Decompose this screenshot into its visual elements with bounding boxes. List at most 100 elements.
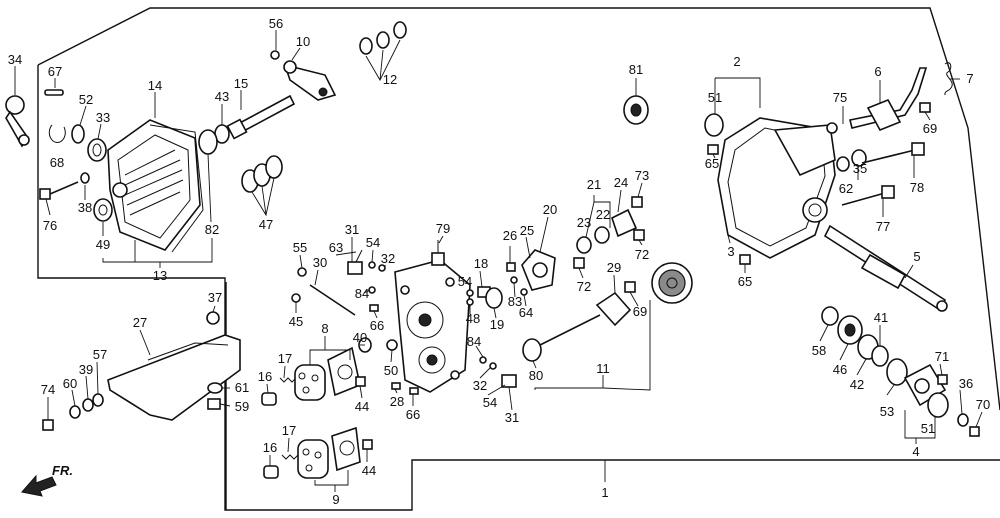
- callout-17-bottom: 17: [282, 423, 296, 438]
- seal-51-bottom: [927, 392, 949, 418]
- ball-84-bottom: [479, 356, 487, 364]
- callout-65-top: 65: [705, 156, 719, 171]
- cover-fins: [124, 149, 184, 216]
- lever-34: [5, 95, 30, 148]
- seal-51-top: [704, 113, 724, 137]
- washers-12: [359, 21, 407, 55]
- plate-24: [611, 208, 638, 238]
- bolt-44-top: [355, 376, 366, 387]
- bolt-76: [39, 181, 79, 200]
- bolt-79: [431, 240, 445, 266]
- callout-53: 53: [880, 404, 894, 419]
- callout-19: 19: [490, 317, 504, 332]
- callout-48: 48: [466, 311, 480, 326]
- callout-31-top: 31: [345, 222, 359, 237]
- bolt-72-top: [633, 229, 645, 241]
- callout-77: 77: [876, 219, 890, 234]
- callout-21: 21: [587, 177, 601, 192]
- washer-38: [80, 172, 90, 184]
- bolt-44-bottom: [362, 439, 373, 450]
- callout-54-mid: 54: [458, 274, 472, 289]
- leader-lines: [14, 30, 983, 492]
- callout-7: 7: [966, 71, 973, 86]
- shaft-15: [226, 94, 296, 140]
- callout-29: 29: [607, 260, 621, 275]
- pin-66-top: [369, 304, 379, 312]
- oring-53: [886, 358, 908, 386]
- pin-48: [466, 298, 474, 306]
- bolt-26: [506, 262, 516, 272]
- callout-11: 11: [596, 361, 610, 376]
- callout-44-bottom: 44: [362, 463, 376, 478]
- pin-67: [44, 89, 64, 96]
- callout-81: 81: [629, 62, 643, 77]
- ball-54-mid: [466, 289, 474, 297]
- callout-1: 1: [601, 485, 608, 500]
- callout-59: 59: [235, 399, 249, 414]
- callout-83: 83: [508, 294, 522, 309]
- callout-50: 50: [384, 363, 398, 378]
- bolt-70: [969, 426, 980, 437]
- callout-74: 74: [41, 382, 55, 397]
- callout-22: 22: [596, 207, 610, 222]
- callout-57: 57: [93, 347, 107, 362]
- callout-37: 37: [208, 290, 222, 305]
- callout-28: 28: [390, 394, 404, 409]
- bolt-78: [861, 142, 925, 164]
- pin-65-bottom: [739, 254, 751, 265]
- spring-17-bottom: [281, 454, 299, 460]
- callout-68: 68: [50, 155, 64, 170]
- bolt-72-left: [573, 257, 585, 269]
- nut-59: [207, 398, 221, 410]
- callout-46: 46: [833, 362, 847, 377]
- callout-10: 10: [296, 34, 310, 49]
- callout-55: 55: [293, 240, 307, 255]
- rod-30: [309, 284, 356, 316]
- callout-36: 36: [959, 376, 973, 391]
- callout-20: 20: [543, 202, 557, 217]
- callout-63: 63: [329, 240, 343, 255]
- callout-17-top: 17: [278, 351, 292, 366]
- bolt-77: [841, 185, 895, 206]
- pin-16-top: [261, 392, 277, 406]
- washer-36: [957, 413, 969, 427]
- callout-61: 61: [235, 380, 249, 395]
- callout-34: 34: [8, 52, 22, 67]
- callout-6: 6: [874, 64, 881, 79]
- shaft-gear-11: [539, 262, 693, 346]
- callout-42: 42: [850, 377, 864, 392]
- callout-25: 25: [520, 223, 534, 238]
- callout-49: 49: [96, 237, 110, 252]
- callout-32-top: 32: [381, 251, 395, 266]
- bearing-81: [623, 95, 649, 125]
- washer-35: [851, 149, 867, 167]
- callout-62: 62: [839, 181, 853, 196]
- seal-22: [594, 226, 610, 244]
- callout-30: 30: [313, 255, 327, 270]
- callout-54-top: 54: [366, 235, 380, 250]
- callout-33: 33: [96, 110, 110, 125]
- callout-72-right: 72: [635, 247, 649, 262]
- washer-56: [270, 50, 280, 60]
- washer-55: [297, 267, 307, 277]
- bolt-45: [291, 293, 301, 303]
- seal-49: [93, 198, 113, 222]
- callout-70: 70: [976, 397, 990, 412]
- callout-31-bottom: 31: [505, 410, 519, 425]
- right-bearing-group: [821, 306, 980, 437]
- washers-47: [241, 155, 283, 193]
- callout-52: 52: [79, 92, 93, 107]
- ring-41: [871, 345, 889, 367]
- washer-60: [69, 405, 81, 419]
- callout-9: 9: [332, 492, 339, 507]
- pin-66-bottom: [409, 387, 419, 395]
- callout-35: 35: [853, 161, 867, 176]
- callout-43: 43: [215, 89, 229, 104]
- callout-76: 76: [43, 218, 57, 233]
- callout-16-top: 16: [258, 369, 272, 384]
- callout-80: 80: [529, 368, 543, 383]
- callout-84-bottom: 84: [467, 334, 481, 349]
- ball-54-top: [368, 261, 376, 269]
- callout-75: 75: [833, 90, 847, 105]
- callout-38: 38: [78, 200, 92, 215]
